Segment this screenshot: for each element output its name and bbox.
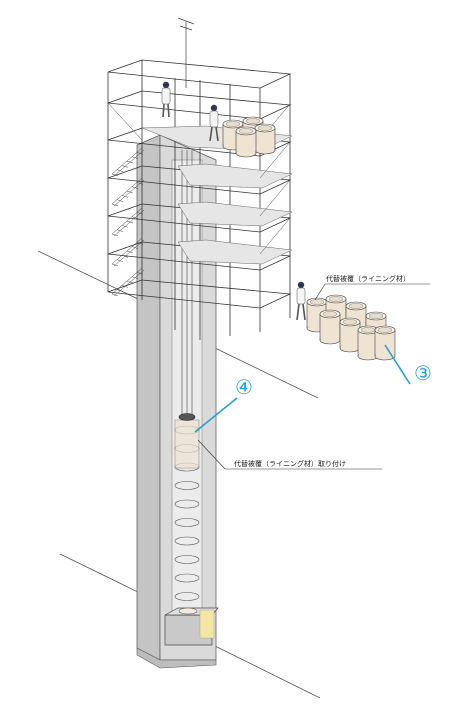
scaffold-frame (107, 90, 292, 120)
stair-step (116, 199, 124, 202)
lining-cylinder (254, 123, 276, 155)
stair-step (121, 165, 129, 168)
lining-ring (174, 536, 200, 546)
scaffold-deck (177, 163, 293, 189)
stair-step (136, 242, 144, 245)
stair-flight (113, 269, 145, 297)
stair-step (136, 272, 144, 275)
lining-material-stack-top (222, 116, 276, 158)
stair-step (126, 190, 134, 194)
stair-step (116, 169, 124, 172)
marker-four: ④ (235, 375, 253, 399)
stair-step (131, 156, 139, 159)
stair-step (121, 225, 129, 228)
scaffold-deck (177, 239, 293, 265)
stair-step (126, 160, 134, 164)
stair-step (111, 233, 119, 237)
worker-icon (209, 104, 219, 142)
scaffold-frame (107, 59, 292, 89)
stair-step (111, 173, 119, 177)
worker-icon (161, 81, 171, 118)
stair-step (126, 250, 134, 254)
stair-step (131, 246, 139, 249)
lining-rings (174, 419, 200, 601)
stair-flight (113, 209, 145, 237)
stair-step (131, 276, 139, 279)
winch-ring (178, 413, 196, 421)
scaffold-brace (259, 141, 291, 179)
stair-step (116, 289, 124, 292)
scaffold-brace (107, 102, 143, 141)
callout-lines (194, 283, 430, 470)
scaffold-deck (177, 201, 293, 227)
stair-step (136, 182, 144, 185)
lining-ring (174, 592, 200, 601)
lining-ring (174, 518, 200, 527)
lining-ring (174, 499, 200, 509)
marker-three: ③ (414, 361, 432, 385)
stair-step (121, 255, 129, 258)
scaffold-brace (259, 179, 291, 217)
stair-step (121, 195, 129, 198)
lining-cylinder (357, 325, 379, 361)
stair-step (111, 263, 119, 267)
lining-stock-label: 代替被覆（ライニング材） (326, 274, 410, 283)
lining-cylinder (319, 309, 341, 345)
lining-ring-segment (174, 419, 200, 469)
stair-flight (113, 239, 145, 267)
stair-step (116, 259, 124, 262)
shaft-base (164, 607, 219, 646)
lining-cylinder (374, 325, 396, 361)
terrain-lines (37, 250, 321, 699)
lining-cylinder (339, 317, 361, 353)
lining-install-label: 代替被覆（ライニング材）取り付け (234, 459, 346, 468)
lining-ring (174, 573, 200, 583)
scaffold-brace (259, 217, 291, 255)
lining-ring (174, 481, 200, 490)
stair-step (111, 203, 119, 207)
stair-flight (113, 149, 145, 177)
stair-step (126, 280, 134, 284)
stair-step (131, 216, 139, 219)
stair-flight (113, 179, 145, 207)
antenna-icon (177, 17, 195, 88)
stair-step (126, 220, 134, 224)
stair-step (136, 152, 144, 155)
lining-material-stack-ground (306, 294, 396, 361)
stair-step (136, 212, 144, 215)
stair-step (121, 285, 129, 288)
stair-step (111, 293, 119, 297)
worker-icon (296, 281, 306, 321)
stair-step (131, 186, 139, 189)
lining-cylinder (235, 126, 257, 158)
lining-ring (174, 555, 200, 564)
stair-step (116, 229, 124, 232)
